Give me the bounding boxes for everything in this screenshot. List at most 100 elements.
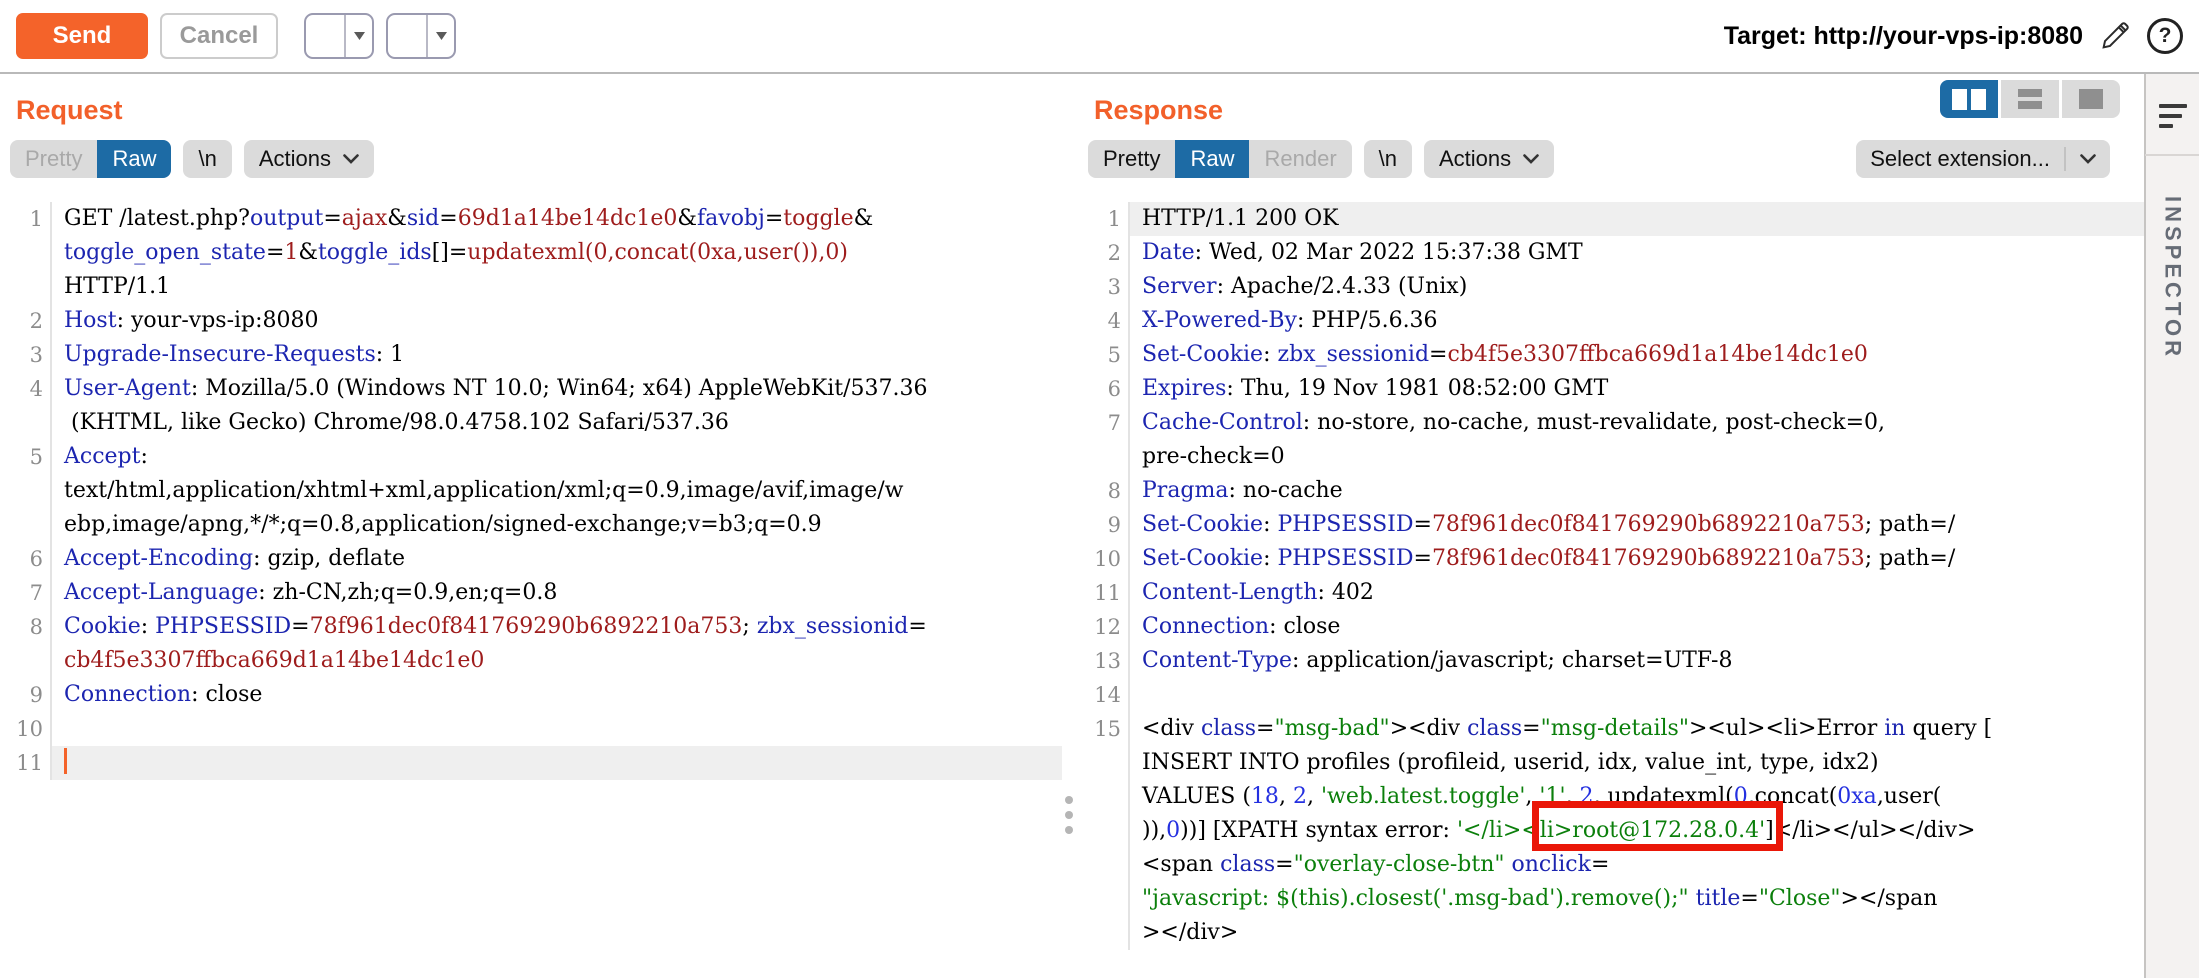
response-tab-render[interactable]: Render bbox=[1249, 140, 1352, 178]
line-number: 8 bbox=[12, 610, 52, 644]
request-title: Request bbox=[16, 95, 123, 125]
code-line: (KHTML, like Gecko) Chrome/98.0.4758.102… bbox=[64, 410, 729, 435]
line-number: 7 bbox=[12, 576, 52, 610]
code-line: Cache-Control: no-store, no-cache, must-… bbox=[1142, 410, 1885, 435]
back-chevron-icon[interactable] bbox=[306, 15, 344, 57]
layout-single-button[interactable] bbox=[2062, 80, 2120, 118]
line-number: 14 bbox=[1090, 678, 1130, 712]
code-line bbox=[1130, 678, 2144, 712]
help-icon[interactable]: ? bbox=[2147, 18, 2183, 54]
response-pretty-raw-group: Pretty Raw Render bbox=[1088, 140, 1352, 178]
line-number: 6 bbox=[12, 542, 52, 576]
response-tab-pretty[interactable]: Pretty bbox=[1088, 140, 1176, 178]
line-number bbox=[12, 508, 52, 542]
code-line: GET /latest.php?output=ajax&sid=69d1a14b… bbox=[64, 206, 874, 231]
request-line: cb4f5e3307ffbca669d1a14be14dc1e0 bbox=[12, 644, 1062, 678]
request-line: 8 Cookie: PHPSESSID=78f961dec0f841769290b… bbox=[12, 610, 1062, 644]
layout-columns-button[interactable] bbox=[1940, 80, 1998, 118]
response-tab-newline[interactable]: \n bbox=[1363, 140, 1412, 178]
line-number: 4 bbox=[1090, 304, 1130, 338]
line-number bbox=[1090, 882, 1130, 916]
code-line: text/html,application/xhtml+xml,applicat… bbox=[64, 478, 904, 503]
line-number bbox=[1090, 848, 1130, 882]
forward-dropdown-icon[interactable] bbox=[428, 15, 454, 57]
dropdown-divider bbox=[2064, 147, 2066, 171]
layout-rows-button[interactable] bbox=[2001, 80, 2059, 118]
back-dropdown-icon[interactable] bbox=[346, 15, 372, 57]
inspector-tab[interactable]: INSPECTOR bbox=[2160, 196, 2186, 360]
request-line: 10 bbox=[12, 712, 1062, 746]
request-line: (KHTML, like Gecko) Chrome/98.0.4758.102… bbox=[12, 406, 1062, 440]
send-button[interactable]: Send bbox=[16, 13, 148, 59]
line-number: 12 bbox=[1090, 610, 1130, 644]
edit-target-pencil-icon[interactable] bbox=[2099, 20, 2131, 52]
line-number: 3 bbox=[12, 338, 52, 372]
request-tab-pretty[interactable]: Pretty bbox=[10, 140, 98, 178]
request-view-tabs: Pretty Raw \n Actions bbox=[10, 140, 1062, 178]
code-line: Accept-Language: zh-CN,zh;q=0.9,en;q=0.8 bbox=[64, 580, 558, 605]
response-view-tabs: Pretty Raw Render \n Actions Select exte… bbox=[1088, 140, 2144, 178]
request-tab-newline[interactable]: \n bbox=[183, 140, 232, 178]
code-line: Connection: close bbox=[1142, 614, 1341, 639]
request-line: 7 Accept-Language: zh-CN,zh;q=0.9,en;q=0.… bbox=[12, 576, 1062, 610]
code-line: Server: Apache/2.4.33 (Unix) bbox=[1142, 274, 1468, 299]
select-extension-dropdown[interactable]: Select extension... bbox=[1856, 140, 2110, 178]
code-line: Pragma: no-cache bbox=[1142, 478, 1343, 503]
line-number: 7 bbox=[1090, 406, 1130, 440]
line-number bbox=[1090, 780, 1130, 814]
history-back-button[interactable] bbox=[304, 13, 374, 59]
select-extension-label: Select extension... bbox=[1870, 146, 2050, 171]
response-line: 4 X-Powered-By: PHP/5.6.36 bbox=[1090, 304, 2144, 338]
line-number bbox=[1090, 440, 1130, 474]
code-line: Host: your-vps-ip:8080 bbox=[64, 308, 319, 333]
response-line: 8 Pragma: no-cache bbox=[1090, 474, 2144, 508]
cancel-button[interactable]: Cancel bbox=[160, 13, 278, 59]
line-number: 15 bbox=[1090, 712, 1130, 746]
line-number bbox=[12, 474, 52, 508]
line-number: 9 bbox=[1090, 508, 1130, 542]
request-actions-button[interactable]: Actions bbox=[243, 140, 374, 178]
panel-resize-handle[interactable] bbox=[1065, 796, 1073, 834]
code-line: <span class="overlay-close-btn" onclick= bbox=[1142, 852, 1610, 877]
code-line: Expires: Thu, 19 Nov 1981 08:52:00 GMT bbox=[1142, 376, 1609, 401]
line-number: 2 bbox=[1090, 236, 1130, 270]
request-line: ebp,image/apng,*/*;q=0.8,application/sig… bbox=[12, 508, 1062, 542]
line-number: 11 bbox=[12, 746, 52, 780]
code-line: Cookie: PHPSESSID=78f961dec0f841769290b6… bbox=[64, 614, 927, 639]
actions-label: Actions bbox=[1439, 146, 1512, 171]
request-line: HTTP/1.1 bbox=[12, 270, 1062, 304]
code-line: Content-Length: 402 bbox=[1142, 580, 1374, 605]
request-tab-raw[interactable]: Raw bbox=[97, 140, 172, 178]
code-line: "javascript: $(this).closest('.msg-bad')… bbox=[1142, 886, 1938, 911]
response-actions-button[interactable]: Actions bbox=[1424, 140, 1555, 178]
line-number: 1 bbox=[1090, 202, 1130, 236]
line-number bbox=[12, 270, 52, 304]
line-number: 8 bbox=[1090, 474, 1130, 508]
line-number: 6 bbox=[1090, 372, 1130, 406]
line-number: 4 bbox=[12, 372, 52, 406]
layout-toggle-group bbox=[1940, 80, 2120, 118]
code-line: X-Powered-By: PHP/5.6.36 bbox=[1142, 308, 1438, 333]
history-forward-button[interactable] bbox=[386, 13, 456, 59]
code-line: pre-check=0 bbox=[1142, 444, 1285, 469]
forward-chevron-icon[interactable] bbox=[388, 15, 426, 57]
inspector-menu-icon[interactable] bbox=[2158, 104, 2187, 128]
code-line: Connection: close bbox=[64, 682, 263, 707]
response-tab-raw[interactable]: Raw bbox=[1175, 140, 1250, 178]
line-number bbox=[1090, 814, 1130, 848]
response-line: INSERT INTO profiles (profileid, userid,… bbox=[1090, 746, 2144, 780]
code-line: <div class="msg-bad"><div class="msg-det… bbox=[1142, 716, 1993, 741]
single-pane-icon bbox=[2079, 89, 2103, 109]
code-line: Content-Type: application/javascript; ch… bbox=[1142, 648, 1733, 673]
request-line: 11 bbox=[12, 746, 1062, 780]
